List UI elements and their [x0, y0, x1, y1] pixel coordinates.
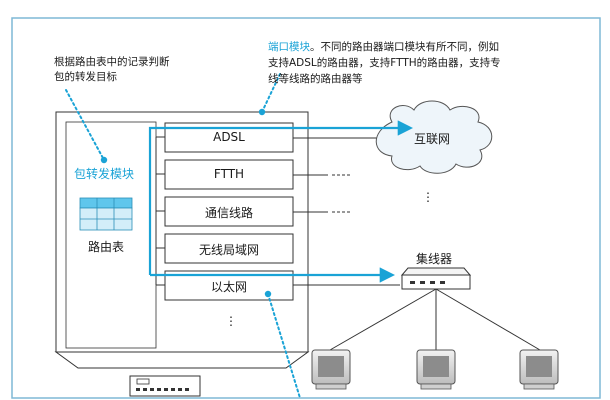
right-note-line-1-rest: 。不同的路由器端口模块有所不同，例如 [310, 41, 499, 53]
leader-line-ethernet [267, 293, 301, 399]
forwarding-path-arrow-internet [148, 120, 414, 275]
routing-table-icon [79, 197, 133, 231]
forwarding-module-label: 包转发模块 [74, 167, 135, 181]
switch-device-icon [129, 375, 201, 397]
internet-cloud-icon [375, 100, 493, 174]
hub-device-icon [400, 267, 472, 290]
diagram-border [11, 17, 601, 399]
port-label-leased-line: 通信线路 [204, 206, 253, 220]
computer-icon [519, 349, 559, 390]
port-label-ethernet: 以太网 [210, 280, 247, 294]
right-note-line-3: 线等线路的路由器等 [268, 73, 363, 85]
leader-line-port-module [261, 73, 281, 113]
left-note-line-1: 根据路由表中的记录判断 [54, 56, 170, 68]
left-note-line-2: 包的转发目标 [54, 71, 117, 83]
port-label-ftth: FTTH [213, 167, 245, 181]
forwarding-module-panel [65, 121, 157, 349]
leader-line-forwarding [65, 89, 105, 161]
hub-label: 集线器 [416, 252, 453, 266]
port-label-adsl: ADSL [213, 130, 245, 144]
internet-ellipsis: ⋮ [422, 190, 434, 204]
port-ellipsis: ⋮ [225, 314, 237, 328]
port-label-wireless-lan: 无线局域网 [198, 243, 259, 257]
port-module-keyword: 端口模块 [268, 41, 310, 53]
internet-label: 互联网 [414, 132, 451, 146]
computer-icon [416, 349, 456, 390]
right-note-line-2: 支持ADSL的路由器，支持FTTH的路由器，支持专 [268, 57, 501, 69]
computer-icon [311, 349, 351, 390]
right-note-line-1: 端口模块。不同的路由器端口模块有所不同，例如 [268, 40, 499, 55]
routing-table-label: 路由表 [88, 240, 125, 254]
